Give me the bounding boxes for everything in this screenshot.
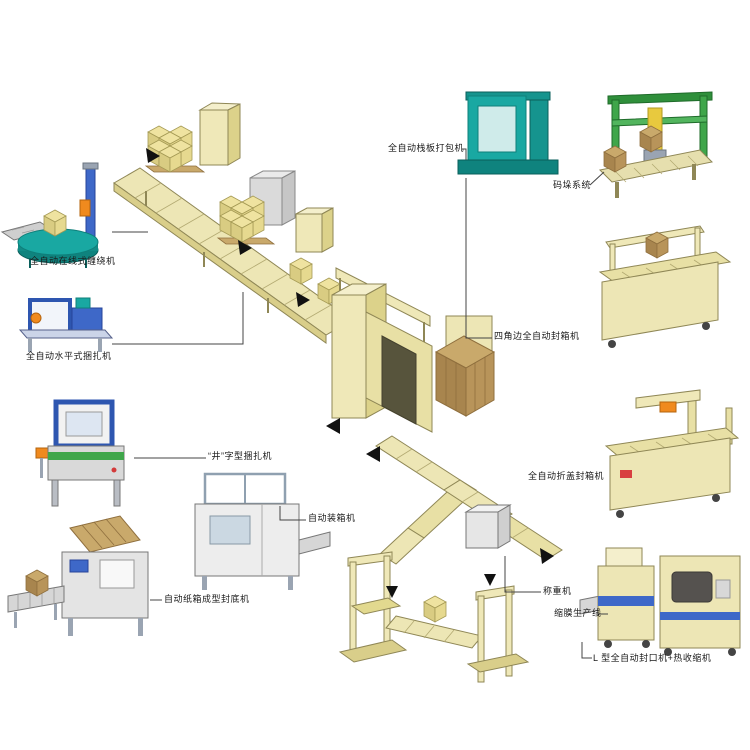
pallet-stack-start [144,125,206,173]
label-four-corner-sealer: 四角边全自动封箱机 [494,331,580,341]
machine-horizontal-strapper [18,297,114,352]
main-conveyor [113,167,353,344]
machine-pallet-strapper [457,91,559,175]
machine-online-wrapper [0,162,99,268]
main-line-illustration [113,102,563,683]
label-flap-fold-sealer: 全自动折盖封箱机 [528,471,605,481]
label-pallet-strapper: 全自动栈板打包机 [388,143,465,153]
callout-lines [112,148,608,659]
elevator-tower-2 [466,585,530,683]
label-well-type-strapper: “井”字型捆扎机 [208,451,272,461]
label-horizontal-strapper: 全自动水平式捆扎机 [26,351,112,361]
label-weigher: 称重机 [543,586,572,596]
machine-case-packer [194,472,331,590]
pallet-stack-mid [216,195,276,245]
bottom-conveyor [385,595,483,649]
central-machine [331,267,493,433]
machine-flap-fold-sealer [604,389,740,518]
label-shrink-line: 缩膜生产线 [554,608,602,618]
large-carton [434,335,496,417]
label-palletizing-system: 码垛系统 [553,180,592,190]
machine-case-erector [7,515,149,636]
machine-palletizer [598,91,714,198]
label-online-wrapper: 全自动在线式缠绕机 [30,256,116,266]
box-on-line-1 [289,257,313,285]
infeed-cabinet [198,102,241,166]
flow-arrows [146,148,554,598]
machine-well-strapper [35,399,125,507]
machine-four-corner-sealer [598,225,732,348]
label-case-erector: 自动纸箱成型封底机 [164,594,250,604]
weigher-unit [464,504,512,549]
elevator-tower-1 [338,551,408,663]
machine-shrink-line [579,547,741,656]
label-l-sealer: L 型全自动封口机+热收缩机 [593,653,712,663]
label-case-packer: 自动装箱机 [308,513,356,523]
line-cabinet-2 [295,207,334,253]
